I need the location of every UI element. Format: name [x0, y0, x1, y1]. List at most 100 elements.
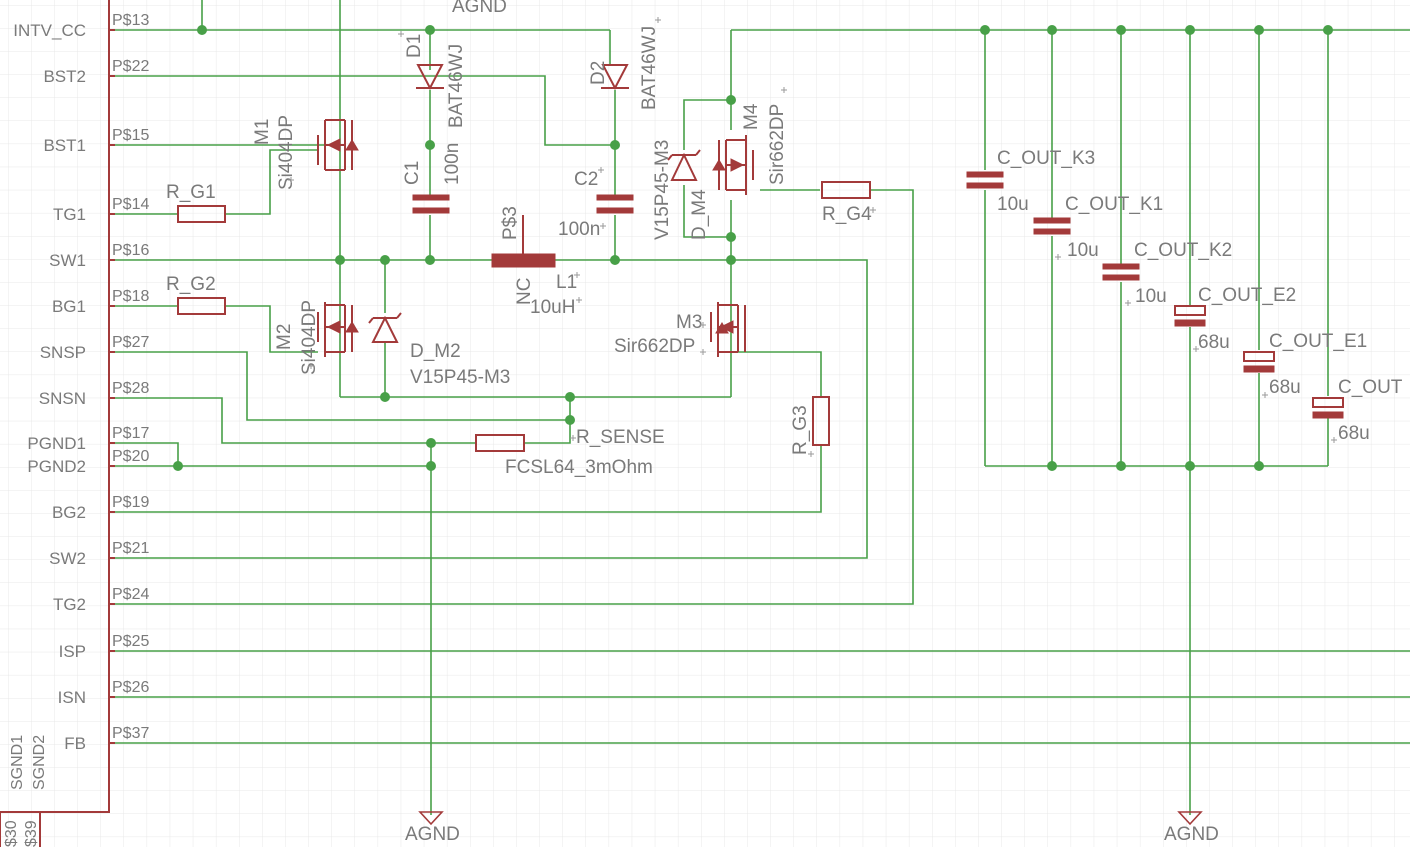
agnd-label-left: AGND	[405, 824, 460, 845]
ic-pin-label: SNSP	[40, 343, 86, 362]
capacitor-c-out-e3[interactable]	[1312, 397, 1344, 419]
part-origin-marks	[288, 17, 1337, 457]
capacitor-c2[interactable]	[596, 194, 634, 214]
ic-pad-number: P$20	[112, 448, 149, 465]
ic-pad-number: P$16	[112, 242, 149, 259]
ic-pad-number: P$22	[112, 58, 149, 75]
ic-pin-labels: INTV_CCBST2BST1TG1SW1BG1SNSPSNSNPGND1PGN…	[13, 21, 86, 753]
d-m2-value: V15P45-M3	[410, 367, 510, 388]
ic-pad-number: P$17	[112, 425, 149, 442]
m2-value: Si404DP	[299, 300, 320, 375]
d-m4-name: D_M4	[689, 189, 710, 240]
ic-pin-label: BG2	[52, 503, 86, 522]
junction-dots	[173, 25, 1333, 471]
m3-name: M3	[676, 312, 702, 333]
d2-name: D2	[588, 61, 609, 85]
c-out-k2-value: 10u	[1135, 286, 1167, 307]
l1-nc: NC	[514, 278, 535, 305]
ic-bottom-pin-1: SGND1	[9, 735, 26, 790]
c-out-k3-name: C_OUT_K3	[997, 148, 1095, 169]
resistor-r-g3[interactable]	[812, 396, 830, 446]
c-out-e2-name: C_OUT_E2	[1198, 285, 1296, 306]
l1-pad: P$3	[500, 206, 521, 240]
ic-pin-label: BST1	[43, 136, 86, 155]
ic-pin-label: ISN	[58, 688, 86, 707]
ic-pin-label: TG1	[53, 205, 86, 224]
ic-pad-numbers: P$13P$22P$15P$14P$16P$18P$27P$28P$17P$20…	[112, 12, 149, 742]
l1-name: L1	[556, 272, 577, 293]
mosfet-m4[interactable]	[712, 135, 754, 195]
agnd-label-top: AGND	[452, 0, 507, 17]
ic-pad-number: P$28	[112, 380, 149, 397]
c-out-e1-name: C_OUT_E1	[1269, 331, 1367, 352]
r-g2-name: R_G2	[166, 274, 216, 295]
ic-pin-label: TG2	[53, 595, 86, 614]
ic-bottom-pad-1: $30	[3, 820, 20, 847]
m2-name: M2	[274, 324, 295, 350]
ic-pin-label: SW2	[49, 549, 86, 568]
d2-value: BAT46WJ	[639, 26, 660, 110]
capacitor-c-out-k2[interactable]	[1102, 263, 1140, 281]
r-g3-name: R_G3	[790, 405, 811, 455]
m1-value: Si404DP	[276, 115, 297, 190]
resistor-r-g2[interactable]	[177, 297, 226, 315]
r-sense-value: FCSL64_3mOhm	[505, 457, 653, 478]
ic-bottom-pad-2: $39	[23, 820, 40, 847]
agnd-symbol-right[interactable]	[1177, 811, 1203, 826]
ic-bottom-pin-2: SGND2	[31, 735, 48, 790]
ic-pin-label: PGND1	[27, 434, 86, 453]
d1-value: BAT46WJ	[446, 44, 467, 128]
resistor-r-g4[interactable]	[821, 181, 871, 199]
c-out-e3-value: 68u	[1338, 423, 1370, 444]
ic-pad-number: P$14	[112, 196, 149, 213]
m1-name: M1	[252, 119, 273, 145]
c-out-e3-name: C_OUT	[1338, 377, 1403, 398]
m3-value: Sir662DP	[614, 336, 695, 357]
controller-ic[interactable]	[0, 0, 115, 847]
mosfet-m1[interactable]	[317, 119, 359, 171]
diode-d1[interactable]	[416, 64, 444, 91]
ic-pad-number: P$13	[112, 12, 149, 29]
ic-pin-label: ISP	[59, 642, 86, 661]
ic-pad-number: P$21	[112, 540, 149, 557]
diode-d-m2[interactable]	[368, 312, 402, 343]
d-m2-name: D_M2	[410, 341, 461, 362]
capacitor-c-out-e1[interactable]	[1243, 351, 1275, 373]
ic-pin-label: INTV_CC	[13, 21, 86, 40]
c-out-k3-value: 10u	[997, 194, 1029, 215]
d-m4-value: V15P45-M3	[652, 140, 673, 240]
ic-pin-label: BST2	[43, 67, 86, 86]
capacitor-c-out-k3[interactable]	[966, 171, 1004, 189]
l1-value: 10uH	[530, 297, 575, 318]
diode-d2[interactable]	[601, 64, 629, 91]
ic-pad-number: P$27	[112, 334, 149, 351]
agnd-label-right: AGND	[1164, 824, 1219, 845]
inductor-l1[interactable]	[491, 215, 556, 268]
r-g4-name: R_G4	[822, 204, 872, 225]
c2-value: 100n	[558, 219, 600, 240]
capacitor-c-out-k1[interactable]	[1033, 217, 1071, 235]
c-out-e2-value: 68u	[1198, 332, 1230, 353]
ic-pad-number: P$26	[112, 679, 149, 696]
m4-value: Sir662DP	[767, 104, 788, 185]
ic-pad-number: P$19	[112, 494, 149, 511]
ic-pad-number: P$25	[112, 633, 149, 650]
c1-name: C1	[402, 161, 423, 185]
ic-pad-number: P$24	[112, 586, 149, 603]
diode-d-m4[interactable]	[667, 149, 701, 181]
mosfet-m3[interactable]	[710, 302, 746, 357]
r-sense-name: R_SENSE	[576, 427, 665, 448]
agnd-symbol-left[interactable]	[418, 811, 444, 826]
mosfet-m2[interactable]	[317, 302, 359, 357]
ic-pin-label: FB	[64, 734, 86, 753]
d1-name: D1	[404, 34, 425, 58]
c2-name: C2	[574, 169, 598, 190]
c-out-k1-name: C_OUT_K1	[1065, 194, 1163, 215]
capacitor-c1[interactable]	[412, 194, 450, 214]
resistor-r-sense[interactable]	[475, 434, 525, 452]
resistor-r-g1[interactable]	[177, 205, 226, 223]
c-out-k2-name: C_OUT_K2	[1134, 240, 1232, 261]
capacitor-c-out-e2[interactable]	[1174, 305, 1206, 327]
